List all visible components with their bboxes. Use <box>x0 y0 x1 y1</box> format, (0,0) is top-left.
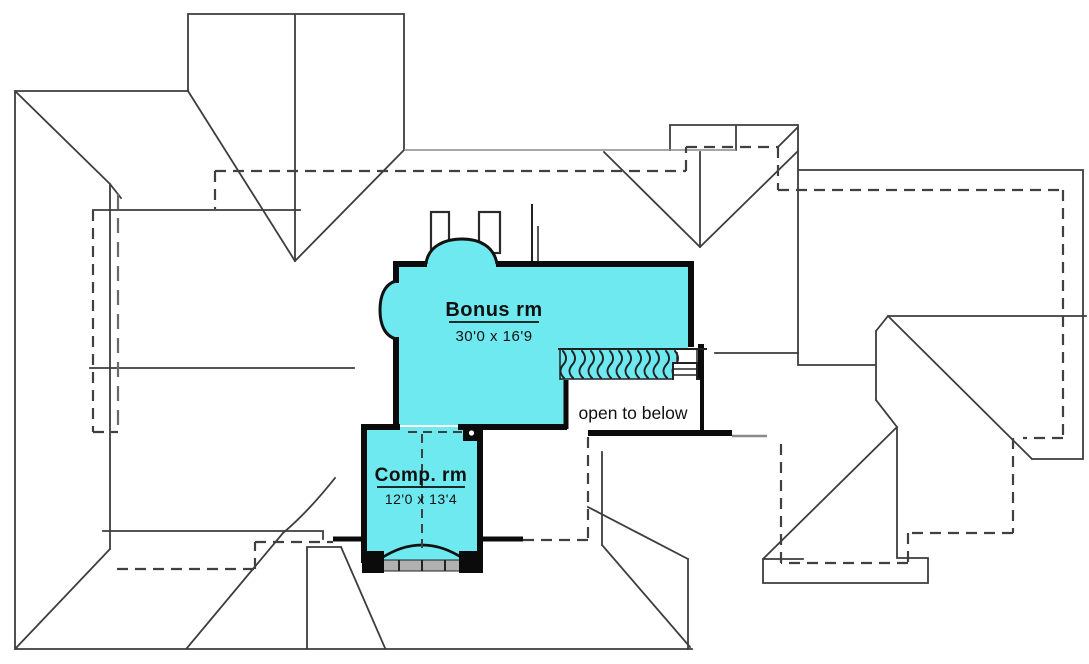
overhang-dashed-lines <box>91 145 1065 571</box>
bonus-room-dimensions: 30'0 x 16'9 <box>455 328 532 345</box>
computer-room-dimensions: 12'0 x 13'4 <box>385 491 457 507</box>
wall-corner-right <box>459 551 483 573</box>
open-to-below-box <box>567 380 700 430</box>
bay-arc-top <box>424 237 499 265</box>
stair-treads <box>559 350 679 379</box>
door-marker-dot <box>468 430 475 436</box>
computer-room-name: Comp. rm <box>375 465 468 486</box>
open-to-below-area: open to below <box>563 380 700 430</box>
bay-arc-left <box>378 279 397 341</box>
bonus-room-name: Bonus rm <box>445 299 542 321</box>
computer-room-walls <box>361 424 484 573</box>
room-labels: Bonus rm 30'0 x 16'9 Comp. rm 12'0 x 13'… <box>375 299 543 507</box>
open-to-below-label: open to below <box>579 403 688 423</box>
wall-corner-left <box>362 551 384 573</box>
staircase <box>558 348 707 394</box>
room-centerlines <box>408 431 464 554</box>
roof-outline-lines <box>13 13 1087 651</box>
